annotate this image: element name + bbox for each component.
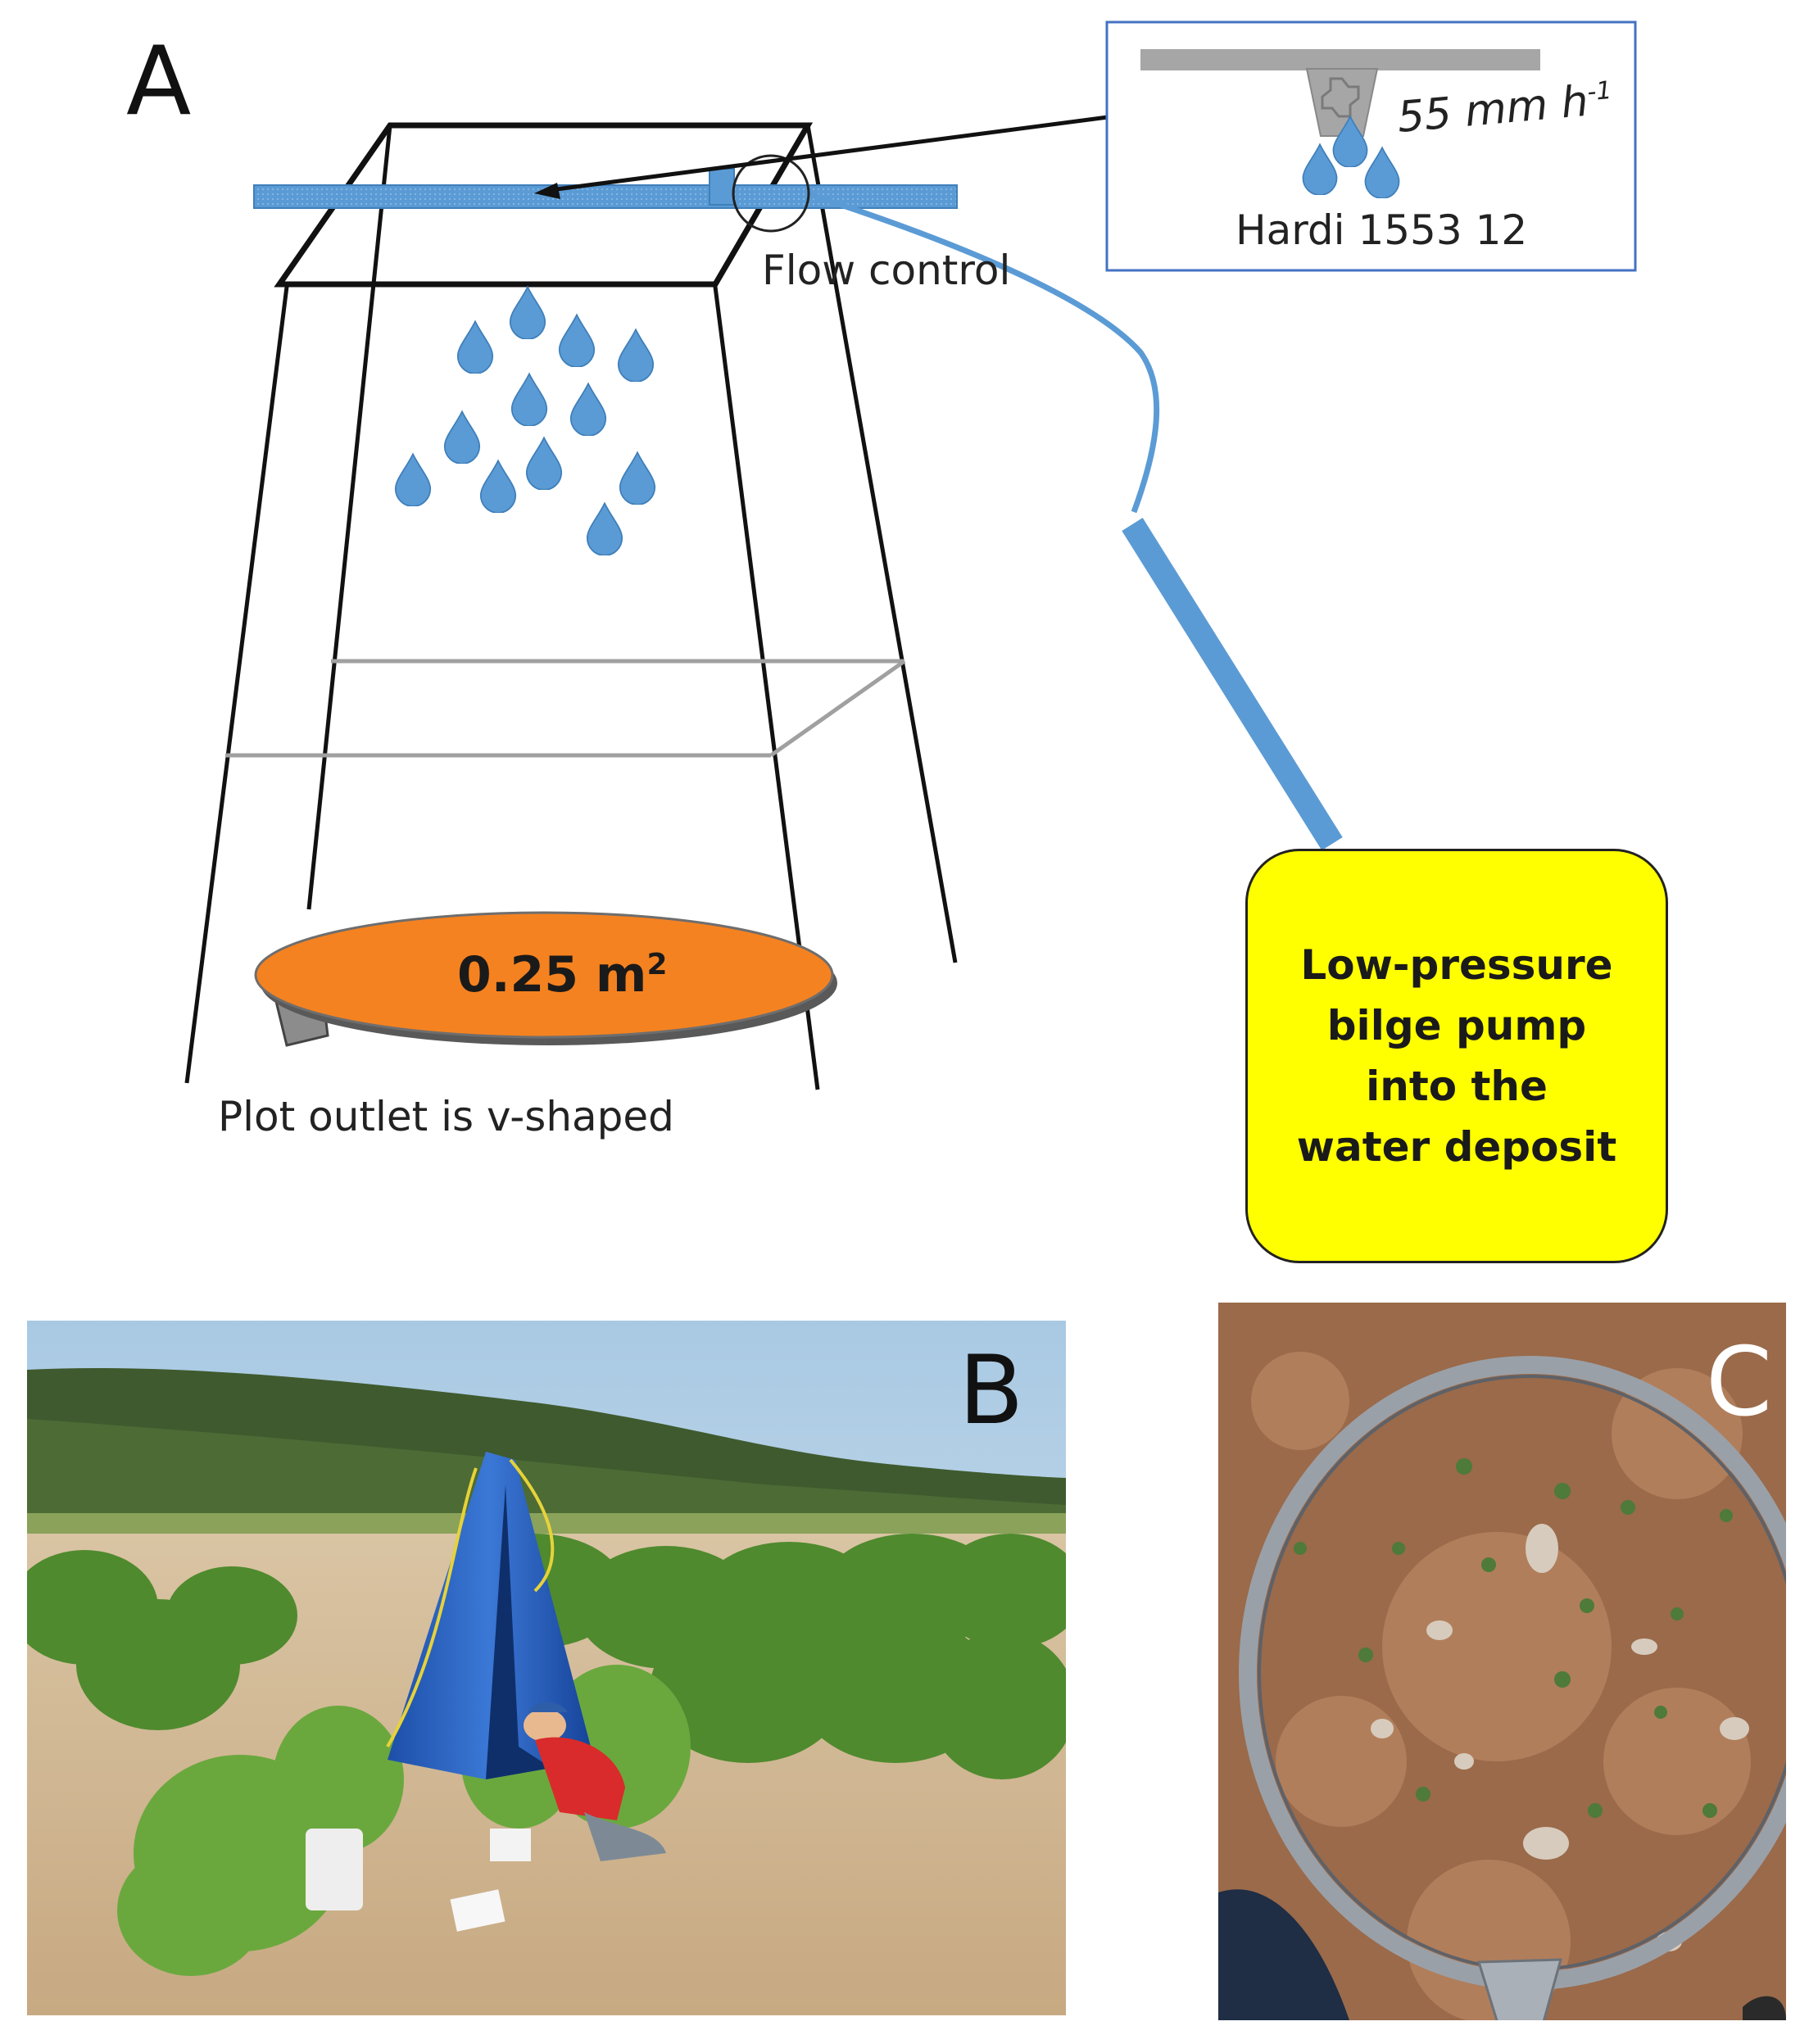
water-drop-icon	[510, 373, 548, 426]
rainfall-simulator-diagram	[184, 20, 1637, 1090]
pump-line-1: Low-pressure	[1300, 941, 1613, 989]
plot-area-label: 0.25 m2	[457, 948, 668, 1000]
plot-outlet-label: Plot outlet is v-shaped	[218, 1093, 674, 1140]
nozzle-model-label: Hardi 1553 12	[1235, 206, 1528, 254]
pump-line-2: bilge pump	[1326, 1002, 1587, 1049]
water-drop-icon	[479, 460, 517, 513]
water-drop-icon	[509, 286, 546, 339]
supply-pipe	[1122, 518, 1343, 850]
frame-top	[274, 122, 814, 288]
callout-arrow	[534, 115, 1109, 199]
water-drop-icon	[456, 320, 494, 374]
water-drop-icon	[443, 410, 481, 464]
flow-control-label: Flow control	[762, 247, 1011, 294]
runoff-plot	[254, 911, 837, 1047]
plot-photo	[1218, 1303, 1786, 2020]
pump-label: Low-pressure bilge pump into the water d…	[1297, 935, 1616, 1177]
water-drop-icon	[569, 383, 607, 436]
pump-line-3: into the	[1366, 1063, 1548, 1110]
pump-line-4: water deposit	[1296, 1123, 1617, 1171]
water-drop-icon	[617, 329, 655, 382]
plot-area-exponent: 2	[646, 948, 668, 981]
frame-rungs	[225, 659, 906, 758]
flow-valve-icon	[709, 168, 735, 206]
rate-exponent: -1	[1585, 75, 1613, 107]
panel-a-label: A	[126, 26, 192, 137]
water-drop-icon	[394, 453, 432, 506]
field-photo	[27, 1321, 1066, 2015]
water-drop-icon	[525, 437, 563, 490]
water-drop-icon	[586, 502, 623, 555]
water-drop-icon	[558, 314, 596, 367]
nozzle-inset	[1105, 20, 1637, 272]
water-drop-icon	[619, 451, 656, 505]
panel-b-label: B	[959, 1335, 1024, 1446]
falling-drops	[394, 286, 656, 555]
pump-box: Low-pressure bilge pump into the water d…	[1245, 849, 1668, 1263]
plot-area-value: 0.25 m	[457, 946, 647, 1004]
panel-c-label: C	[1706, 1327, 1772, 1438]
flow-control-circle	[732, 154, 810, 233]
frame-legs	[184, 125, 958, 1090]
spray-pipe	[253, 154, 958, 233]
supply-hose	[809, 192, 1160, 514]
